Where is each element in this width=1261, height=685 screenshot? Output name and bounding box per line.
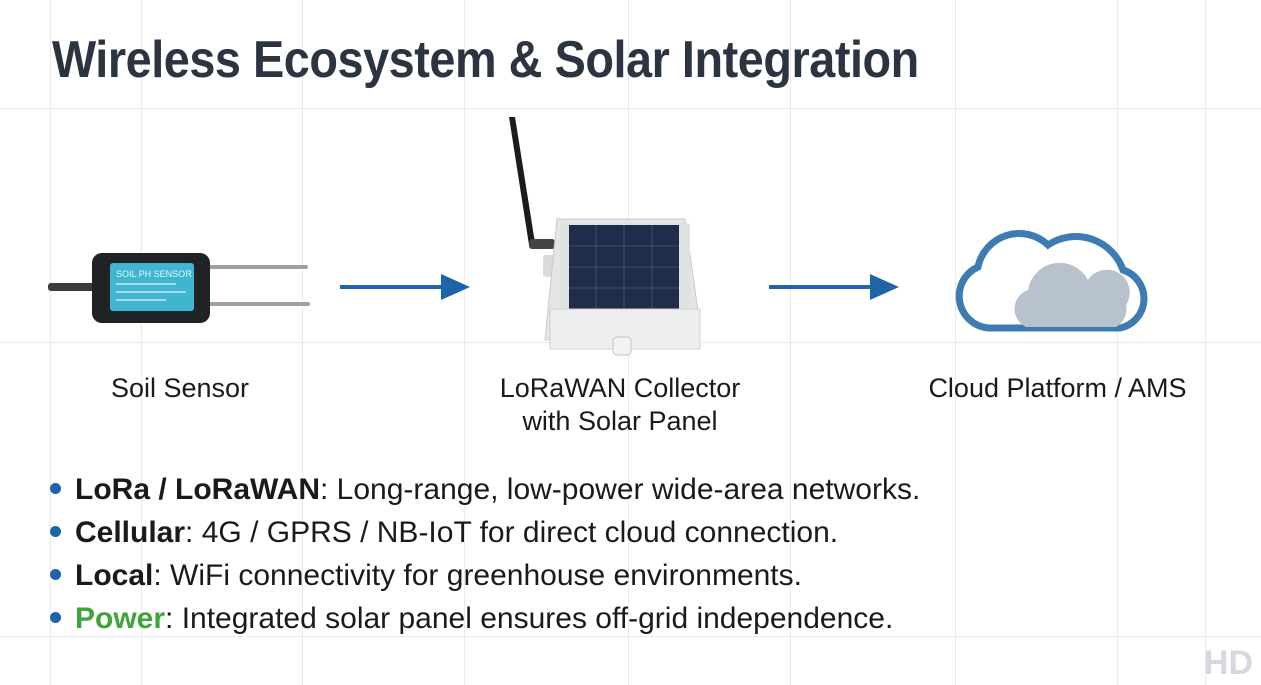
bullet-text: : WiFi connectivity for greenhouse envir… [153,559,802,592]
list-item: Power: Integrated solar panel ensures of… [50,599,920,642]
bullet-term: Power [75,602,166,635]
grid-line [0,108,1261,109]
cloud-platform-label: Cloud Platform / AMS [928,373,1187,403]
list-item: LoRa / LoRaWAN: Long-range, low-power wi… [50,470,920,513]
bullet-term: Local [75,559,154,592]
bullet-text: : Integrated solar panel ensures off-gri… [165,602,894,635]
sensor-label-text: SOIL PH SENSOR [116,269,192,279]
collector-label-line2: with Solar Panel [522,406,718,436]
list-item: Cellular: 4G / GPRS / NB-IoT for direct … [50,513,920,556]
bullet-dot-icon [50,525,61,537]
soil-sensor-label: Soil Sensor [110,373,250,403]
arrow-icon [340,274,470,300]
list-item: Local: WiFi connectivity for greenhouse … [50,556,920,599]
bullet-text: : Long-range, low-power wide-area networ… [320,473,921,506]
watermark-logo: HD [1203,644,1253,682]
bullet-term: LoRa / LoRaWAN [75,473,320,506]
bullet-list: LoRa / LoRaWAN: Long-range, low-power wi… [50,470,920,642]
soil-sensor-image: SOIL PH SENSOR [48,253,310,323]
bullet-dot-icon [50,611,61,623]
arrow-icon [769,274,899,300]
bullet-dot-icon [50,482,61,494]
collector-label: LoRaWAN Collector with Solar Panel [470,372,770,438]
collector-label-line1: LoRaWAN Collector [499,373,741,403]
bullet-dot-icon [50,568,61,580]
grid-line [0,636,1261,637]
lorawan-collector-image [509,117,701,356]
slide-title: Wireless Ecosystem & Solar Integration [52,31,919,89]
bullet-text: : 4G / GPRS / NB-IoT for direct cloud co… [185,516,839,549]
cloud-icon [955,230,1148,332]
bullet-term: Cellular [75,516,186,549]
